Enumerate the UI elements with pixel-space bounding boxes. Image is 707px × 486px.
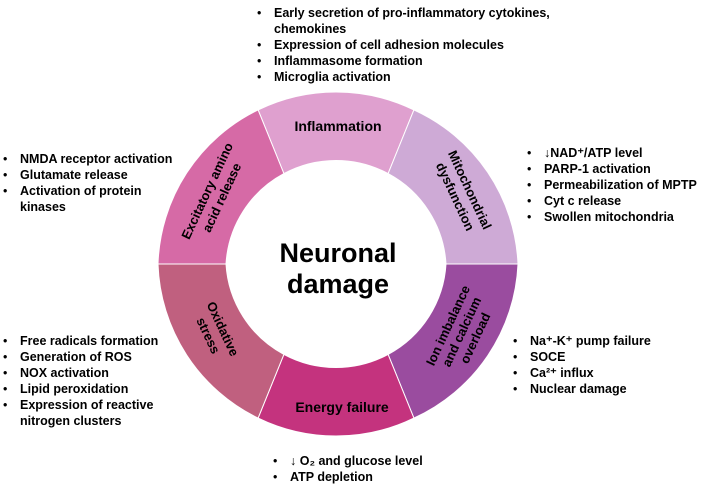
label-energy-failure: Energy failure [295, 399, 389, 415]
list-item: ↓ O₂ and glucose level [270, 453, 423, 469]
list-item: Na⁺-K⁺ pump failure [510, 333, 651, 349]
list-item: SOCE [510, 349, 651, 365]
list-item: PARP-1 activation [524, 161, 697, 177]
list-item: ATP depletion [270, 469, 423, 485]
list-ion-imbalance: Na⁺-K⁺ pump failure SOCE Ca²⁺ influx Nuc… [510, 333, 651, 397]
label-inflammation: Inflammation [294, 118, 381, 134]
list-item: NMDA receptor activation [0, 151, 172, 167]
list-excitatory: NMDA receptor activation Glutamate relea… [0, 151, 172, 215]
list-item: kinases [20, 200, 66, 214]
list-item: Inflammasome formation [254, 53, 550, 69]
segment-mitochondrial-dysfunction [387, 109, 519, 265]
center-title-line2: damage [287, 269, 389, 299]
list-item: Glutamate release [0, 167, 172, 183]
segment-ion-imbalance [387, 263, 519, 419]
list-inflammation: Early secretion of pro-inflammatory cyto… [254, 5, 550, 85]
list-item: ↓NAD⁺/ATP level [524, 145, 697, 161]
list-item: Cyt c release [524, 193, 697, 209]
list-item: Early secretion of pro-inflammatory cyto… [254, 5, 550, 21]
list-energy-failure: ↓ O₂ and glucose level ATP depletion [270, 453, 423, 485]
list-item: Lipid peroxidation [0, 381, 158, 397]
list-item: Swollen mitochondria [524, 209, 697, 225]
list-item: Generation of ROS [0, 349, 158, 365]
list-item: Nuclear damage [510, 381, 651, 397]
center-title-line1: Neuronal [279, 238, 396, 268]
list-item: Microglia activation [254, 69, 550, 85]
list-item: Expression of cell adhesion molecules [254, 37, 550, 53]
list-item: Activation of protein [0, 183, 172, 199]
segment-excitatory-amino-acid [157, 109, 285, 265]
list-item: Permeabilization of MPTP [524, 177, 697, 193]
segment-energy-failure [257, 353, 415, 437]
list-item: Ca²⁺ influx [510, 365, 651, 381]
list-item: Expression of reactive [0, 397, 158, 413]
list-oxidative: Free radicals formation Generation of RO… [0, 333, 158, 429]
list-item: chemokines [274, 22, 347, 36]
list-item: nitrogen clusters [20, 414, 122, 428]
list-mitochondrial: ↓NAD⁺/ATP level PARP-1 activation Permea… [524, 145, 697, 225]
list-item: Free radicals formation [0, 333, 158, 349]
segment-oxidative-stress [157, 263, 285, 419]
list-item: NOX activation [0, 365, 158, 381]
